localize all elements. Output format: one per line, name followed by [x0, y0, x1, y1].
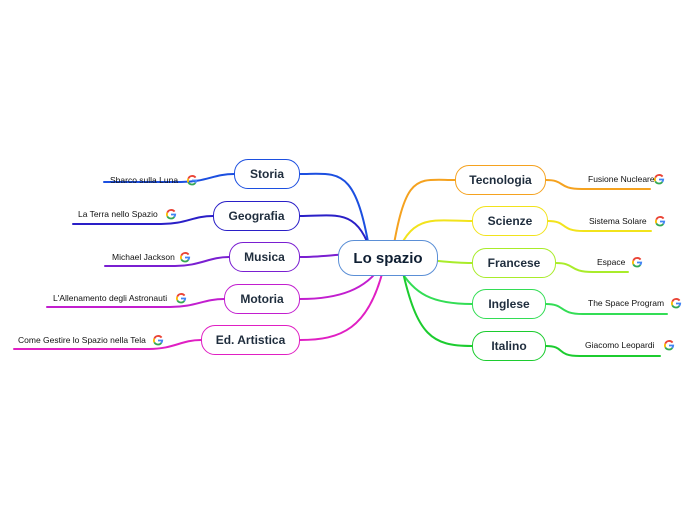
- topic-geografia[interactable]: Geografia: [213, 201, 300, 231]
- google-icon-inglese[interactable]: [671, 298, 682, 309]
- google-icon-storia[interactable]: [187, 175, 198, 186]
- sub-branch-scienze: [547, 220, 652, 232]
- subtopic-tecnologia[interactable]: Fusione Nucleare: [588, 174, 655, 184]
- subtopic-francese[interactable]: Espace: [597, 257, 626, 267]
- topic-musica[interactable]: Musica: [229, 242, 300, 272]
- google-icon-scienze[interactable]: [655, 216, 666, 227]
- google-icon-geografia[interactable]: [166, 209, 177, 220]
- subtopic-scienze[interactable]: Sistema Solare: [589, 216, 647, 226]
- google-icon-francese[interactable]: [632, 257, 643, 268]
- topic-ed-artistica[interactable]: Ed. Artistica: [201, 325, 300, 355]
- topic-storia[interactable]: Storia: [234, 159, 300, 189]
- sub-branch-storia: [103, 173, 235, 183]
- google-icon-tecnologia[interactable]: [654, 174, 665, 185]
- sub-branch-tecnologia: [545, 179, 651, 190]
- branch-ed-artistica: [299, 265, 385, 341]
- sub-branch-musica: [104, 256, 230, 267]
- sub-branch-motoria: [46, 298, 225, 308]
- sub-branch-francese: [555, 262, 629, 273]
- branch-italino: [401, 267, 473, 347]
- google-icon-motoria[interactable]: [176, 293, 187, 304]
- sub-branch-geografia: [72, 215, 214, 225]
- branch-tecnologia: [389, 178, 456, 269]
- branch-storia: [299, 172, 373, 267]
- sub-branch-ed-artistica: [13, 339, 202, 350]
- sub-branch-inglese: [545, 303, 668, 315]
- topic-italino[interactable]: Italino: [472, 331, 546, 361]
- topic-inglese[interactable]: Inglese: [472, 289, 546, 319]
- subtopic-motoria[interactable]: L'Allenamento degli Astronauti: [53, 293, 168, 303]
- central-topic[interactable]: Lo spazio: [338, 240, 438, 276]
- google-icon-musica[interactable]: [180, 252, 191, 263]
- topic-francese[interactable]: Francese: [472, 248, 556, 278]
- google-icon-italino[interactable]: [664, 340, 675, 351]
- subtopic-musica[interactable]: Michael Jackson: [112, 252, 175, 262]
- sub-branch-italino: [545, 345, 661, 357]
- topic-tecnologia[interactable]: Tecnologia: [455, 165, 546, 195]
- topic-scienze[interactable]: Scienze: [472, 206, 548, 236]
- topic-motoria[interactable]: Motoria: [224, 284, 300, 314]
- subtopic-italino[interactable]: Giacomo Leopardi: [585, 340, 655, 350]
- google-icon-ed-artistica[interactable]: [153, 335, 164, 346]
- subtopic-geografia[interactable]: La Terra nello Spazio: [78, 209, 158, 219]
- subtopic-ed-artistica[interactable]: Come Gestire lo Spazio nella Tela: [18, 335, 146, 345]
- subtopic-inglese[interactable]: The Space Program: [588, 298, 665, 308]
- subtopic-storia[interactable]: Sbarco sulla Luna: [110, 175, 179, 185]
